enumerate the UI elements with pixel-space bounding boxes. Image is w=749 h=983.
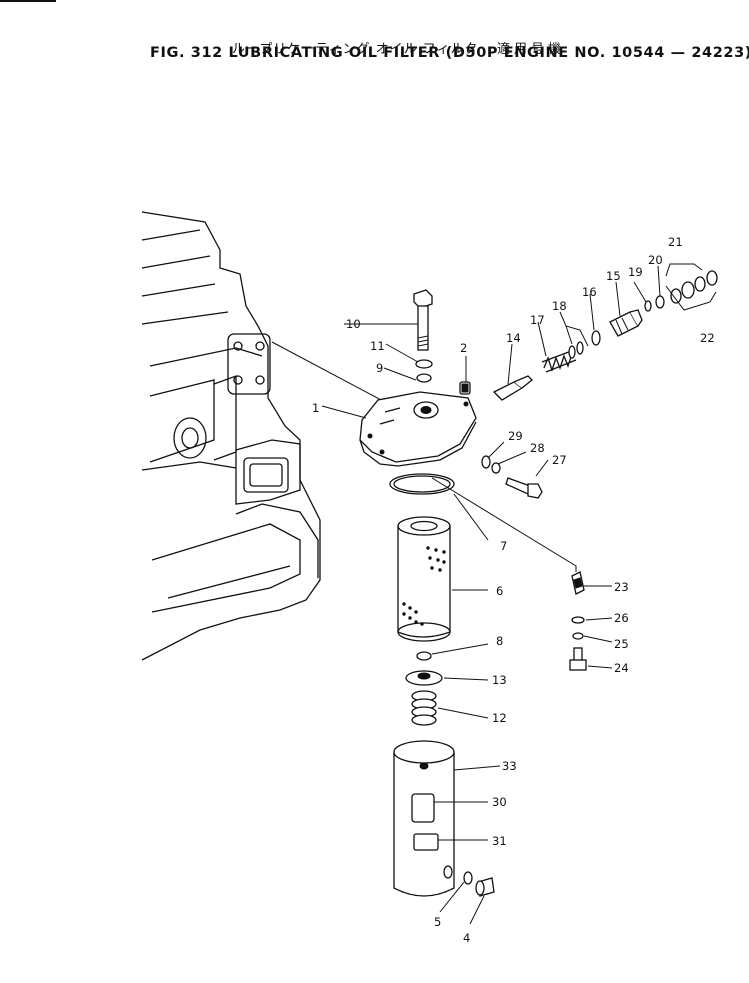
washer-19: [644, 300, 652, 312]
oring-7: [389, 473, 455, 495]
oring-8: [416, 651, 432, 661]
washer-29: [481, 455, 491, 469]
label-31: [413, 833, 439, 851]
callout-labels: 1 2 4 5 6 7 8 9 10 11 12 13 14 15 16 17 …: [312, 235, 715, 945]
leader-engine: [271, 341, 401, 411]
figure-title: FIG. 312 LUBRICATING OIL FILTER (D50P EN…: [150, 45, 749, 61]
callout-20: 20: [648, 253, 663, 267]
callout-31: 31: [492, 834, 507, 848]
oring-9: [416, 373, 432, 383]
callout-27: 27: [552, 453, 567, 467]
case-33: [393, 740, 455, 897]
engine-block: [141, 211, 321, 661]
washer-28: [491, 462, 501, 474]
callout-15: 15: [606, 269, 621, 283]
washer-18a: [568, 345, 576, 359]
callout-29: 29: [508, 429, 523, 443]
washer-20: [655, 295, 665, 309]
callout-25: 25: [614, 637, 629, 651]
callout-17: 17: [530, 313, 545, 327]
callout-9: 9: [376, 361, 383, 375]
washer-26: [571, 616, 585, 624]
callout-8: 8: [496, 634, 503, 648]
washer-18b: [576, 341, 584, 355]
callout-2: 2: [460, 341, 467, 355]
seat-13: [405, 670, 443, 686]
part-21c: [694, 276, 706, 292]
bolt-27: [505, 477, 543, 499]
callout-21: 21: [668, 235, 683, 249]
oring-7-inner: [393, 475, 451, 493]
part-21a: [670, 288, 682, 304]
callout-23: 23: [614, 580, 629, 594]
callout-4: 4: [463, 931, 470, 945]
callout-12: 12: [492, 711, 507, 725]
callout-1: 1: [312, 401, 319, 415]
callout-18: 18: [552, 299, 567, 313]
label-30: [411, 793, 435, 823]
callout-5: 5: [434, 915, 441, 929]
plug-15: [609, 309, 643, 337]
callout-7: 7: [500, 539, 507, 553]
plug-4: [475, 877, 495, 897]
callout-19: 19: [628, 265, 643, 279]
corner-rule: [0, 0, 56, 2]
bolt-24: [569, 647, 587, 671]
callout-14: 14: [506, 331, 521, 345]
filter-element-6: [397, 516, 451, 642]
part-21b: [681, 281, 695, 299]
washer-5: [463, 871, 473, 885]
callout-6: 6: [496, 584, 503, 598]
plug-2: [459, 381, 471, 395]
callout-26: 26: [614, 611, 629, 625]
callout-30: 30: [492, 795, 507, 809]
callout-16: 16: [582, 285, 597, 299]
leader-hose: [431, 477, 577, 572]
callout-13: 13: [492, 673, 507, 687]
washer-25: [572, 632, 584, 640]
spring-12: [411, 690, 437, 726]
oring-16: [591, 330, 601, 346]
part-21d: [706, 270, 718, 286]
callout-leaders: [321, 263, 717, 925]
bolt-10: [413, 289, 433, 351]
title-japanese: ループリケーティング オイル フィルタ: [232, 42, 479, 57]
filter-head: [359, 391, 477, 467]
callout-11: 11: [370, 339, 385, 353]
callout-24: 24: [614, 661, 629, 675]
washer-11: [415, 359, 433, 369]
callout-28: 28: [530, 441, 545, 455]
title-japanese-applicable: 適用号機: [497, 42, 566, 57]
callout-33: 33: [502, 759, 517, 773]
valve-14: [492, 375, 533, 401]
clamp-23: [571, 571, 585, 595]
callout-10: 10: [346, 317, 361, 331]
callout-22: 22: [700, 331, 715, 345]
